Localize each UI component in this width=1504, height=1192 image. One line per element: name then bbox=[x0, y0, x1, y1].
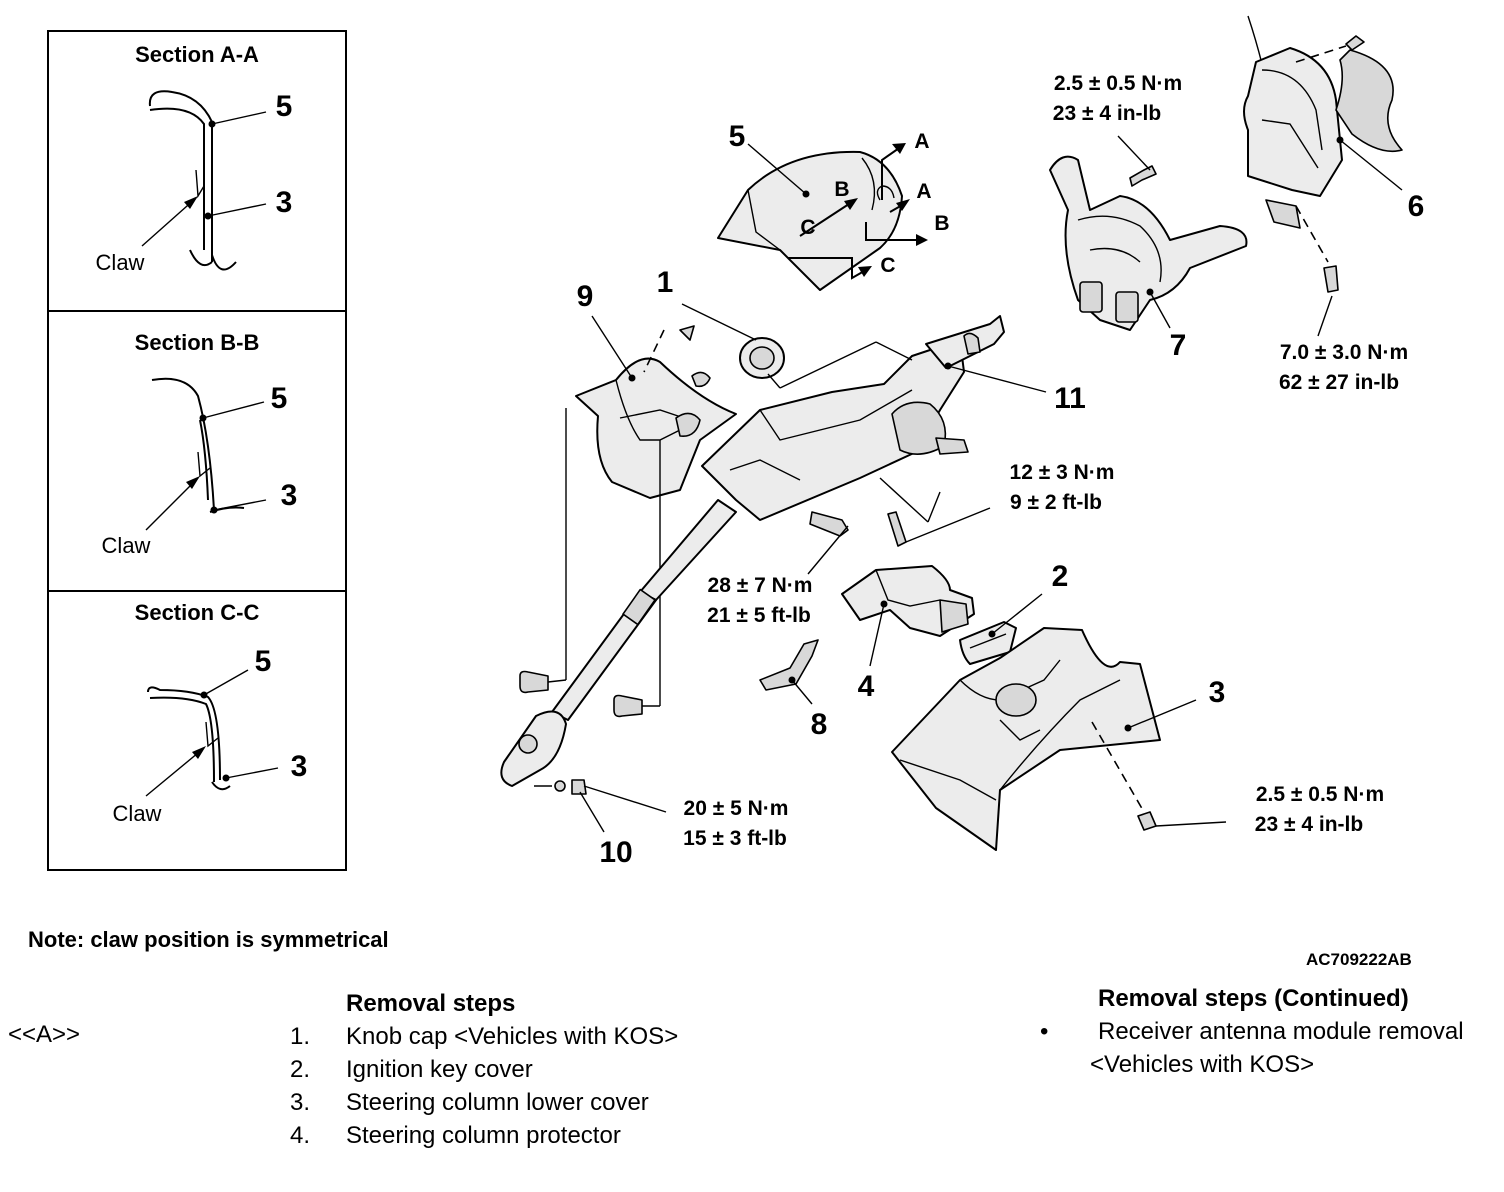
marker-c-left: C bbox=[800, 216, 815, 239]
section-c-c-title: Section C-C bbox=[135, 600, 260, 625]
key-cylinder-clip: 8 bbox=[759, 639, 828, 741]
marker-a-lower: A bbox=[916, 180, 931, 203]
section-a-a-label-5: 5 bbox=[276, 90, 293, 123]
callout-1: 1 bbox=[657, 266, 674, 299]
torque-bracket-metric: 28 ± 7 N·m bbox=[708, 574, 813, 597]
section-b-b-claw-label: Claw bbox=[102, 533, 151, 558]
section-b-b: Section B-B 5 3 Claw bbox=[102, 330, 298, 558]
callout-8: 8 bbox=[811, 708, 828, 741]
step-number: 2. bbox=[290, 1056, 311, 1083]
bullet-icon: • bbox=[1040, 1018, 1049, 1045]
section-b-b-label-5: 5 bbox=[271, 382, 288, 415]
callout-4: 4 bbox=[858, 670, 875, 703]
steering-column-assembly: 11 28 ± 7 N·m 21 ± 5 ft-lb 12 ± 3 N·m 9 … bbox=[500, 315, 1115, 787]
torque-joint-metric: 20 ± 5 N·m bbox=[684, 797, 789, 820]
callout-7: 7 bbox=[1170, 329, 1187, 362]
step-text: Receiver antenna module removal bbox=[1098, 1018, 1464, 1045]
torque-column-metric: 12 ± 3 N·m bbox=[1010, 461, 1115, 484]
step-number: 3. bbox=[290, 1089, 311, 1116]
steering-column-protector: 4 bbox=[841, 565, 975, 703]
removal-steps-header: Removal steps bbox=[346, 990, 516, 1017]
callout-5: 5 bbox=[729, 120, 746, 153]
ignition-key-cover: 2 bbox=[959, 560, 1069, 665]
column-bracket: 9 bbox=[519, 280, 737, 718]
removal-steps-continued: Removal steps (Continued) • Receiver ant… bbox=[1040, 982, 1480, 1081]
joint-bolt: 10 20 ± 5 N·m 15 ± 3 ft-lb bbox=[534, 779, 789, 869]
claw-note: Note: claw position is symmetrical bbox=[28, 927, 389, 952]
section-panels bbox=[47, 30, 347, 871]
removal-symbol: <<A>> bbox=[8, 1021, 81, 1048]
removal-step: • Receiver antenna module removal bbox=[1040, 1015, 1480, 1048]
torque-receiver-imperial: 62 ± 27 in-lb bbox=[1279, 371, 1399, 394]
marker-c-right: C bbox=[880, 254, 895, 277]
torque-cover-imperial: 23 ± 4 in-lb bbox=[1255, 813, 1363, 836]
torque-cover-metric: 2.5 ± 0.5 N·m bbox=[1256, 783, 1384, 806]
step-text: Knob cap <Vehicles with KOS> bbox=[346, 1023, 679, 1050]
combination-switch: 7 2.5 ± 0.5 N·m 23 ± 4 in-lb bbox=[1049, 72, 1248, 362]
step-number: 1. bbox=[290, 1023, 311, 1050]
upper-column-cover: 5 A A B B C C bbox=[717, 120, 950, 291]
callout-3: 3 bbox=[1209, 676, 1226, 709]
callout-2: 2 bbox=[1052, 560, 1069, 593]
removal-step: 2. Ignition key cover bbox=[290, 1053, 730, 1086]
callout-9: 9 bbox=[577, 280, 594, 313]
removal-step: 1. Knob cap <Vehicles with KOS> bbox=[290, 1020, 730, 1053]
section-a-a-title: Section A-A bbox=[135, 42, 259, 67]
step-qualifier: <Vehicles with KOS> bbox=[1090, 1051, 1315, 1078]
marker-a-upper: A bbox=[914, 130, 929, 153]
section-c-c-label-5: 5 bbox=[255, 645, 272, 678]
receiver-antenna-module: 6 7.0 ± 3.0 N·m 62 ± 27 in-lb bbox=[1243, 15, 1425, 394]
removal-steps-continued-header: Removal steps (Continued) bbox=[1098, 985, 1409, 1012]
section-c-c: Section C-C 5 3 Claw bbox=[113, 600, 308, 826]
removal-steps: Removal steps 1. Knob cap <Vehicles with… bbox=[290, 987, 730, 1152]
removal-step: 4. Steering column protector bbox=[290, 1119, 730, 1152]
steering-column-lower-cover: 3 2.5 ± 0.5 N·m 23 ± 4 in-lb bbox=[891, 627, 1384, 851]
callout-11: 11 bbox=[1054, 382, 1086, 415]
removal-step: 3. Steering column lower cover bbox=[290, 1086, 730, 1119]
section-c-c-label-3: 3 bbox=[291, 750, 308, 783]
marker-b-right: B bbox=[934, 212, 949, 235]
step-text: Steering column lower cover bbox=[346, 1089, 649, 1116]
torque-bracket-imperial: 21 ± 5 ft-lb bbox=[707, 604, 811, 627]
knob-cap: 1 bbox=[657, 266, 785, 389]
torque-switch-metric: 2.5 ± 0.5 N·m bbox=[1054, 72, 1182, 95]
torque-switch-imperial: 23 ± 4 in-lb bbox=[1053, 102, 1161, 125]
step-text: Ignition key cover bbox=[346, 1056, 533, 1083]
marker-b-left: B bbox=[834, 178, 849, 201]
torque-receiver-metric: 7.0 ± 3.0 N·m bbox=[1280, 341, 1408, 364]
torque-column-imperial: 9 ± 2 ft-lb bbox=[1010, 491, 1102, 514]
section-a-a: Section A-A 5 3 Claw bbox=[96, 42, 293, 275]
callout-10: 10 bbox=[599, 836, 632, 869]
section-b-b-title: Section B-B bbox=[135, 330, 260, 355]
section-b-b-label-3: 3 bbox=[281, 479, 298, 512]
step-text: Steering column protector bbox=[346, 1122, 621, 1149]
section-c-c-claw-label: Claw bbox=[113, 801, 162, 826]
torque-joint-imperial: 15 ± 3 ft-lb bbox=[683, 827, 787, 850]
callout-6: 6 bbox=[1408, 190, 1425, 223]
figure-code: AC709222AB bbox=[1306, 950, 1412, 969]
section-a-a-label-3: 3 bbox=[276, 186, 293, 219]
section-a-a-claw-label: Claw bbox=[96, 250, 145, 275]
step-number: 4. bbox=[290, 1122, 311, 1149]
